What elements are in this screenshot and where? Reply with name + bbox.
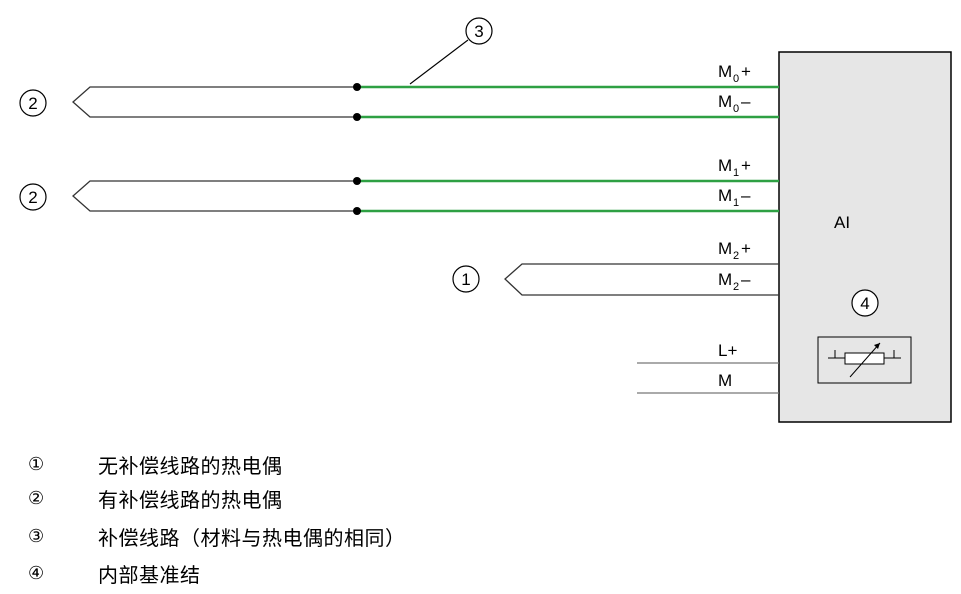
terminal-label-m1-minus: M 1 – (718, 186, 751, 209)
thermocouple-with-comp-line-1 (72, 83, 779, 121)
terminal-label-m2-minus: M 2 – (718, 270, 751, 293)
svg-text:4: 4 (860, 294, 869, 313)
callout-internal-ref: 4 (851, 289, 879, 317)
svg-text:M: M (718, 186, 732, 205)
svg-text:+: + (741, 156, 751, 175)
power-lines (637, 362, 779, 394)
svg-text:–: – (741, 92, 751, 111)
svg-text:1: 1 (733, 167, 739, 179)
internal-reference-junction-icon (817, 336, 912, 384)
callout-thermocouple-without-comp: 1 (452, 265, 480, 293)
terminal-label-m2-plus: M 2 + (718, 239, 751, 262)
svg-text:M: M (718, 92, 732, 111)
svg-text:2: 2 (28, 188, 37, 207)
svg-text:2: 2 (28, 94, 37, 113)
svg-text:M: M (718, 270, 732, 289)
svg-text:2: 2 (733, 281, 739, 293)
terminal-label-m0-plus: M 0 + (718, 62, 751, 85)
svg-text:+: + (741, 239, 751, 258)
svg-text:–: – (741, 186, 751, 205)
ai-module-box (778, 51, 952, 423)
svg-text:0: 0 (733, 73, 739, 85)
callout-comp-line: 3 (409, 17, 493, 85)
svg-text:+: + (741, 62, 751, 81)
svg-text:1: 1 (461, 270, 470, 289)
svg-text:M: M (718, 62, 732, 81)
thermocouple-with-comp-line-2 (72, 177, 779, 215)
svg-text:M: M (718, 156, 732, 175)
terminal-label-m1-plus: M 1 + (718, 156, 751, 179)
terminal-label-l-plus: L+ (718, 341, 737, 360)
svg-text:–: – (741, 270, 751, 289)
svg-text:2: 2 (733, 250, 739, 262)
terminal-label-m: M (718, 371, 732, 390)
svg-text:3: 3 (474, 22, 483, 41)
svg-text:M: M (718, 239, 732, 258)
callout-thermocouple-with-comp-2: 2 (19, 183, 47, 211)
svg-text:0: 0 (733, 103, 739, 115)
terminal-label-m0-minus: M 0 – (718, 92, 751, 115)
callout-thermocouple-with-comp-1: 2 (19, 89, 47, 117)
ai-module-label: AI (834, 213, 850, 232)
svg-text:1: 1 (733, 197, 739, 209)
thermocouple-without-comp-line (504, 263, 779, 296)
